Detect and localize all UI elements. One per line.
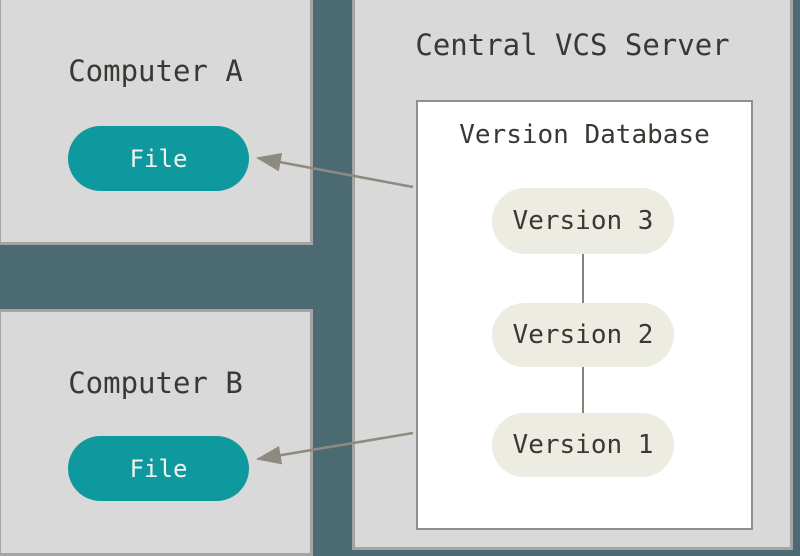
computer-b-box: Computer B File <box>0 309 313 556</box>
computer-a-file-label: File <box>129 144 188 173</box>
version-1-pill: Version 1 <box>492 413 674 477</box>
computer-a-file-pill: File <box>68 126 249 191</box>
version-3-pill: Version 3 <box>492 188 674 254</box>
version-database-box: Version Database Version 3 Version 2 Ver… <box>416 100 753 530</box>
computer-b-file-pill: File <box>68 436 249 501</box>
version-database-title: Version Database <box>459 120 710 150</box>
computer-a-label: Computer A <box>68 54 243 88</box>
computer-b-file-label: File <box>129 454 188 483</box>
central-vcs-server-title: Central VCS Server <box>415 28 730 62</box>
computer-a-box: Computer A File <box>0 0 313 245</box>
connector-version2-version1 <box>582 367 584 413</box>
connector-version3-version2 <box>582 254 584 303</box>
version-2-pill: Version 2 <box>492 303 674 367</box>
central-vcs-server-box: Central VCS Server Version Database Vers… <box>352 0 793 550</box>
computer-b-label: Computer B <box>68 366 243 400</box>
